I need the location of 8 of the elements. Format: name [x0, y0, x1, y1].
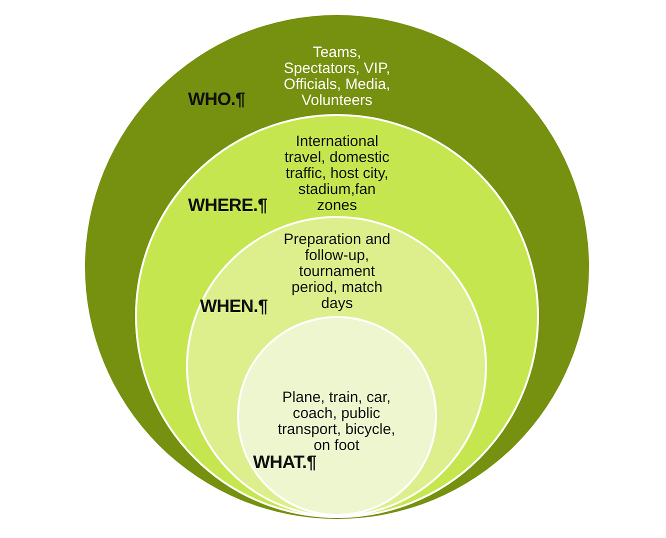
category-heading: WHAT.¶: [253, 454, 316, 471]
category-description: International travel, domestic traffic, host city, stadium,fan zones: [283, 134, 391, 214]
category-heading: WHERE.¶: [188, 197, 268, 214]
category-description: Plane, train, car, coach, public transport, bicycle, on foot: [276, 390, 396, 454]
category-heading: WHO.¶: [188, 91, 246, 108]
category-heading: WHEN.¶: [200, 298, 268, 315]
category-description: Teams, Spectators, VIP, Officials, Media, Volunteers: [282, 45, 392, 109]
category-description: Preparation and follow-up, tournament period, match days: [282, 232, 392, 312]
